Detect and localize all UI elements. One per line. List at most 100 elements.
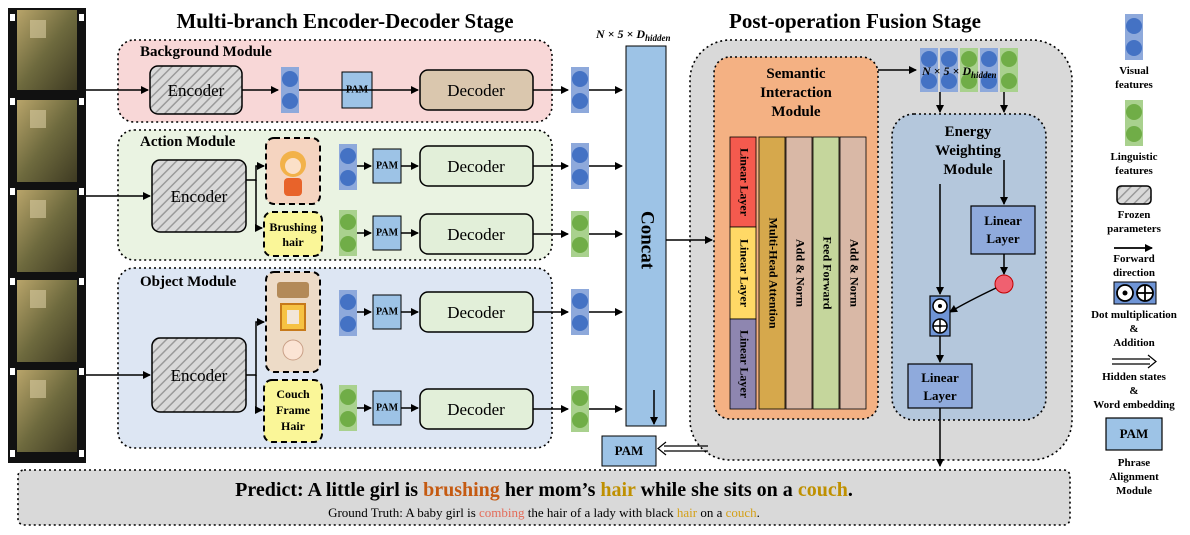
semantic-linear-stack <box>729 136 757 410</box>
object-module-label: Object Module <box>140 274 237 290</box>
semantic-title-line1: Semantic <box>766 66 826 82</box>
legend-dot-line1: Dot multiplication <box>1091 309 1177 321</box>
legend-dot-add-icon <box>1113 281 1157 305</box>
legend-visual-line2: features <box>1115 79 1153 91</box>
output-feature-background <box>571 67 589 113</box>
right-stage-title: Post-operation Fusion Stage <box>729 9 981 33</box>
video-frame-1 <box>17 10 77 90</box>
semantic-mha-label: Multi-Head Attention <box>766 218 780 329</box>
energy-linear-2-line2: Layer <box>923 388 956 403</box>
legend-dot-line2: & <box>1129 323 1138 335</box>
action-module: Action Module Encoder Brushing hair PAM … <box>117 129 569 261</box>
energy-linear-layer-2 <box>907 363 973 409</box>
action-decoder-visual-label: Decoder <box>447 157 505 176</box>
prediction-sentence: Predict: A little girl is brushing her m… <box>235 479 853 501</box>
action-text-card <box>263 211 323 257</box>
semantic-multi-head-attention <box>758 136 786 410</box>
legend-dot-line3: Addition <box>1113 337 1155 349</box>
ground-truth-sentence: Ground Truth: A baby girl is combing the… <box>328 505 760 520</box>
object-decoder-visual-label: Decoder <box>447 303 505 322</box>
prediction-panel: Predict: A little girl is brushing her m… <box>17 469 1071 526</box>
action-text-card-line1: Brushing <box>269 220 316 234</box>
action-image-card <box>265 137 321 205</box>
action-text-card-line2: hair <box>282 235 304 249</box>
energy-title-line3: Module <box>943 162 993 178</box>
legend-linguistic-line1: Linguistic <box>1110 151 1157 163</box>
bottom-pam <box>601 435 657 467</box>
object-text-card-line1: Couch <box>276 387 310 401</box>
action-pam-linguistic <box>372 215 402 251</box>
concat-dimension: N × 5 × Dhidden <box>595 27 671 43</box>
object-pam-linguistic <box>372 390 402 426</box>
semantic-add-norm-2 <box>839 136 867 410</box>
video-frame-5 <box>17 370 77 452</box>
video-frames-strip <box>8 8 86 463</box>
action-pam-linguistic-label: PAM <box>376 227 399 238</box>
fusion-stage: Semantic Interaction Module Linear Layer… <box>657 39 1073 467</box>
film-holes-left <box>10 14 15 457</box>
object-decoder-linguistic-label: Decoder <box>447 400 505 419</box>
object-visual-feature <box>339 290 357 336</box>
action-visual-feature <box>339 144 357 190</box>
legend: Visual features Linguistic features Froz… <box>1091 14 1177 497</box>
video-frame-2 <box>17 100 77 182</box>
object-encoder-label: Encoder <box>171 366 228 385</box>
semantic-add-norm-1-label: Add & Norm <box>793 239 807 307</box>
legend-linguistic-icon <box>1125 100 1143 146</box>
energy-linear-1-line2: Layer <box>986 231 1019 246</box>
semantic-linear-2: Linear Layer <box>737 239 751 308</box>
legend-pam-icon <box>1105 417 1163 451</box>
background-encoder-label: Encoder <box>168 81 225 100</box>
legend-visual-icon <box>1125 14 1143 60</box>
background-visual-feature <box>281 67 299 113</box>
action-pam-visual <box>372 148 402 184</box>
semantic-title-line2: Interaction <box>760 85 832 101</box>
legend-forward-line2: direction <box>1113 267 1155 279</box>
legend-hidden-arrow-icon <box>1112 354 1157 369</box>
video-frame-4 <box>17 280 77 362</box>
legend-frozen-line1: Frozen <box>1118 209 1151 221</box>
object-module: Object Module Encoder Couch Frame Hair P… <box>117 267 569 449</box>
object-pam-linguistic-label: PAM <box>376 402 399 413</box>
energy-linear-2-line1: Linear <box>921 370 959 385</box>
concat-label: Concat <box>637 211 658 270</box>
semantic-feed-forward-label: Feed Forward <box>820 237 834 310</box>
legend-forward-line1: Forward <box>1113 253 1155 265</box>
dot-add-operator <box>929 295 951 337</box>
legend-linguistic-line2: features <box>1115 165 1153 177</box>
concat-block <box>625 45 667 427</box>
semantic-add-norm-2-label: Add & Norm <box>847 239 861 307</box>
fusion-dimension: N × 5 × Dhidden <box>921 64 997 80</box>
output-features <box>571 67 623 432</box>
film-holes-right <box>79 14 84 457</box>
energy-activation-node <box>994 274 1014 294</box>
semantic-linear-3: Linear Layer <box>737 330 751 399</box>
semantic-add-norm-1 <box>785 136 813 410</box>
legend-pam-line3: Module <box>1116 485 1152 497</box>
semantic-linear-1: Linear Layer <box>737 148 751 217</box>
output-feature-action-visual <box>571 143 589 189</box>
legend-visual-line1: Visual <box>1119 65 1149 77</box>
background-module: Background Module Encoder PAM Decoder <box>117 39 569 123</box>
object-image-card <box>265 271 321 373</box>
legend-hidden-line1: Hidden states <box>1102 371 1167 383</box>
fused-feature-row <box>920 48 1018 92</box>
background-decoder-label: Decoder <box>447 81 505 100</box>
legend-hidden-line2: & <box>1129 385 1138 397</box>
action-linguistic-feature <box>339 210 357 256</box>
object-text-card <box>263 379 323 443</box>
object-linguistic-feature <box>339 385 357 431</box>
object-text-card-line2: Frame <box>276 403 311 417</box>
action-encoder <box>151 159 247 233</box>
action-encoder-label: Encoder <box>171 187 228 206</box>
object-pam-visual-label: PAM <box>376 306 399 317</box>
semantic-feed-forward <box>812 136 840 410</box>
legend-pam-line1: Phrase <box>1118 457 1151 469</box>
bottom-pam-label: PAM <box>615 443 644 458</box>
energy-title-line2: Weighting <box>935 143 1001 159</box>
semantic-title-line3: Module <box>771 104 821 120</box>
background-module-label: Background Module <box>140 44 272 60</box>
action-decoder-linguistic-label: Decoder <box>447 225 505 244</box>
energy-linear-layer-1 <box>970 205 1036 255</box>
